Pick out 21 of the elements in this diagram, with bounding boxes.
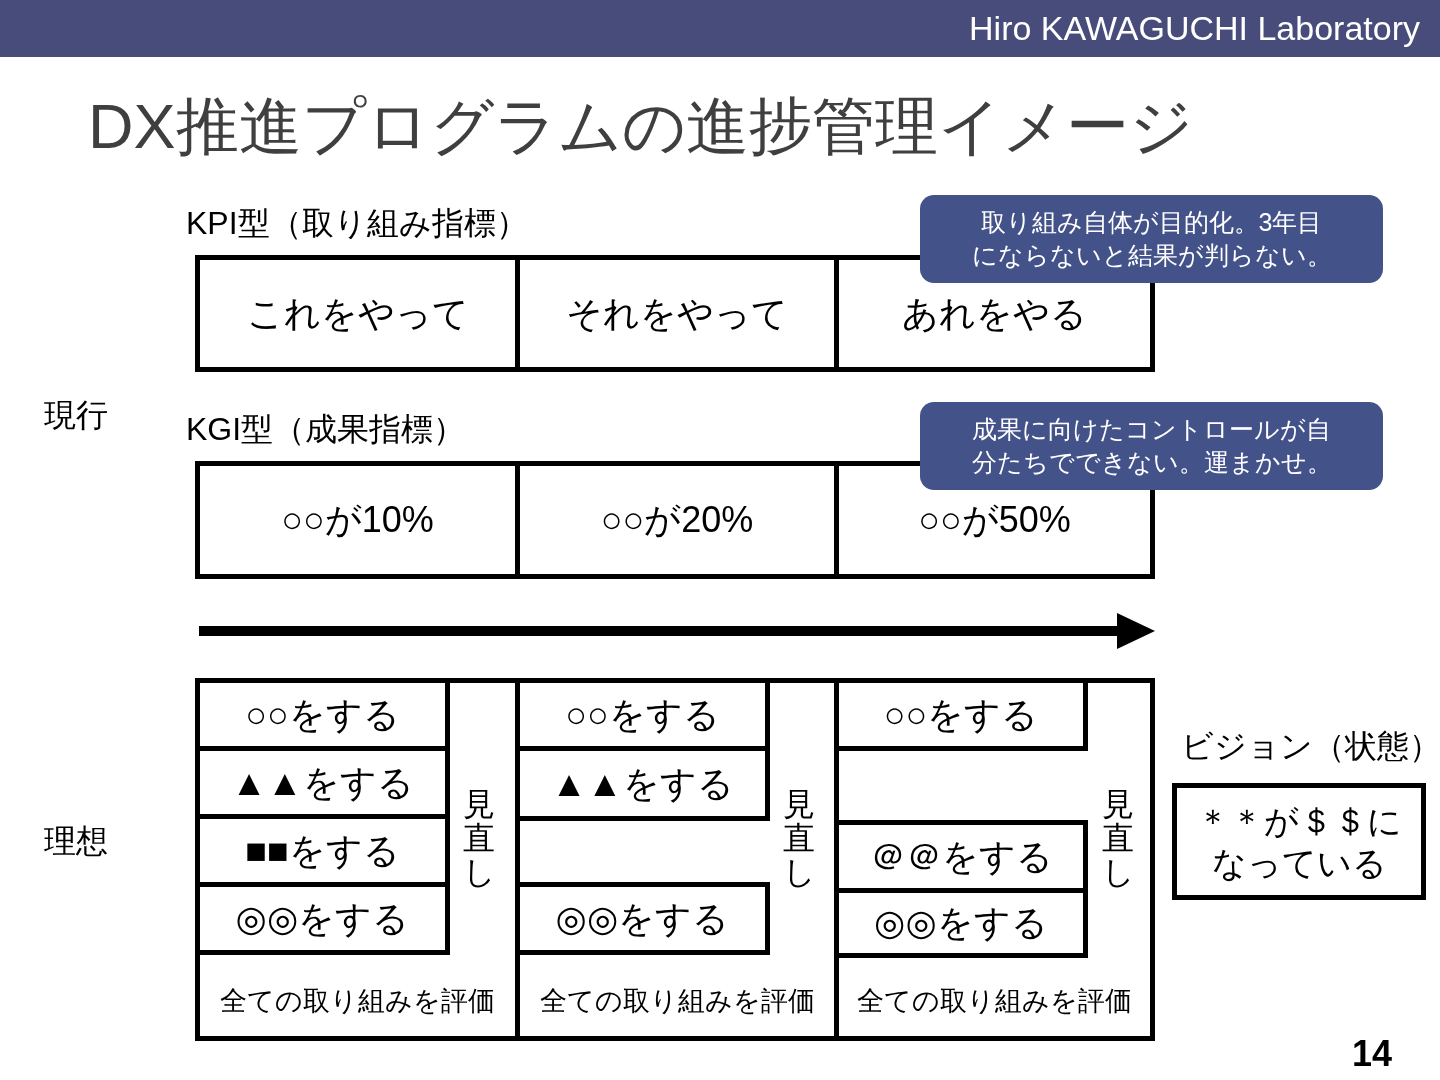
step-cell: ○○が10% — [200, 466, 515, 574]
section-label: 理想 — [44, 822, 108, 861]
row-heading: KGI型（成果指標） — [186, 410, 466, 449]
vertical-label: 見直し — [782, 787, 816, 889]
row-heading: KPI型（取り組み指標） — [186, 204, 528, 243]
vertical-label: 見直し — [462, 787, 496, 889]
vision-heading: ビジョン（状態） — [1181, 727, 1440, 766]
callout-tooltip: 取り組み自体が目的化。3年目にならないと結果が判らない。 — [920, 195, 1383, 283]
section-label: 現行 — [44, 396, 108, 435]
step-cell: それをやって — [515, 260, 834, 367]
callout-tooltip: 成果に向けたコントロールが自分たちでできない。運まかせ。 — [920, 402, 1383, 490]
slide-title: DX推進プログラムの進捗管理イメージ — [88, 90, 1193, 163]
lab-name: Hiro KAWAGUCHI Laboratory — [969, 8, 1420, 49]
evaluation-label: 全ての取り組みを評価 — [857, 985, 1132, 1018]
step-cell: これをやって — [200, 260, 515, 367]
step-cell: ○○が20% — [515, 466, 834, 574]
vertical-label: 見直し — [1101, 787, 1135, 889]
evaluation-label: 全ての取り組みを評価 — [220, 985, 495, 1018]
evaluation-label: 全ての取り組みを評価 — [539, 985, 815, 1018]
page-number: 14 — [1352, 1033, 1393, 1075]
vision-text: ＊＊が＄＄になっている — [1195, 801, 1403, 884]
